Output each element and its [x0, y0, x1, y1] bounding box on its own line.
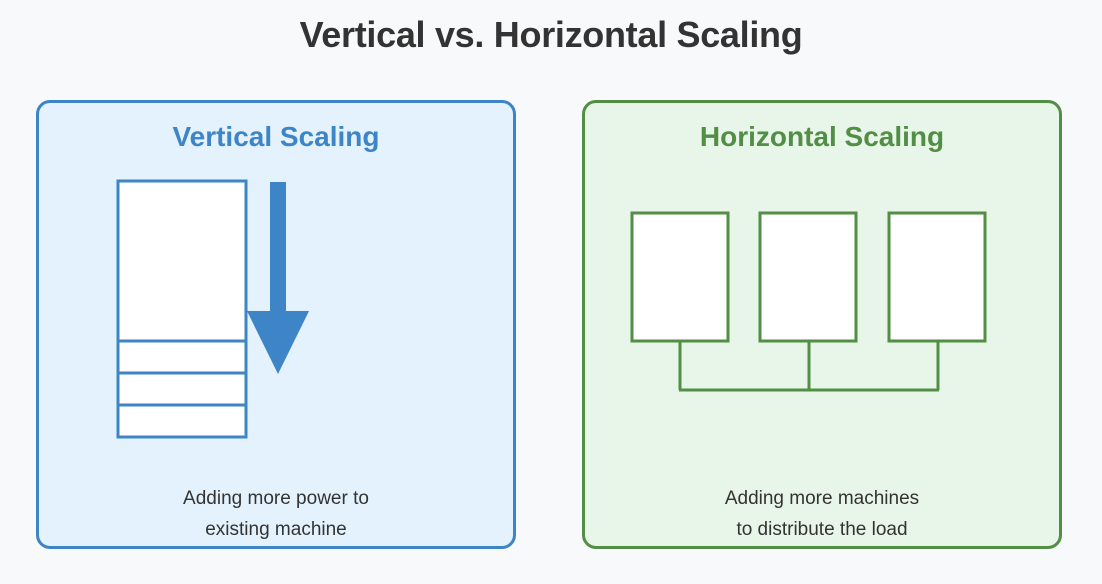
vertical-scaling-panel: Vertical Scaling Adding more power to ex…: [36, 100, 516, 549]
server-icon: [116, 179, 248, 439]
network-connector-lines: [678, 341, 940, 392]
horizontal-scaling-illustration: [630, 211, 987, 392]
down-arrow-icon: [247, 182, 309, 374]
horizontal-scaling-heading: Horizontal Scaling: [699, 121, 945, 152]
horizontal-scaling-caption: Adding more machines to distribute the l…: [724, 488, 920, 540]
vertical-scaling-heading: Vertical Scaling: [172, 121, 380, 152]
vertical-scaling-caption: Adding more power to existing machine: [183, 488, 369, 540]
vertical-scaling-illustration: [116, 179, 309, 439]
server-icons: [630, 211, 987, 343]
horizontal-scaling-panel: Horizontal Scaling Adding more machines …: [582, 100, 1062, 549]
diagram-title: Vertical vs. Horizontal Scaling: [299, 14, 803, 55]
